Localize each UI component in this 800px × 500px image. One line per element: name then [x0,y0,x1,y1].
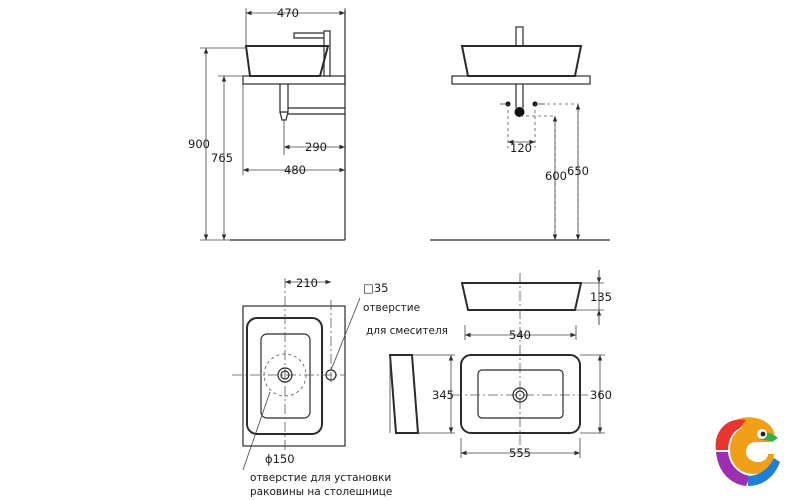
basin-drain-outer [512,387,528,403]
basin-side-section-shape [388,354,420,434]
mixer-hole-note-1: отверстие [363,302,420,314]
faucet-body [323,30,331,77]
dim-480: 480 [284,163,306,177]
dim-900: 900 [188,137,210,151]
dim-120: 120 [510,141,532,155]
drain-trap [514,107,525,117]
dim-555: 555 [509,446,531,460]
dim-135: 135 [590,290,612,304]
dim-290: 290 [305,140,327,154]
drain-pipe [279,84,289,113]
faucet-front [515,26,524,47]
basin-plan-inner [260,333,311,419]
dim-470: 470 [277,6,299,20]
front-view: 120 600 650 [430,26,610,241]
dim-600: 600 [545,169,567,183]
countertop-plan [242,305,346,447]
drain-outer [277,367,293,383]
countertop-side [242,75,346,85]
basin-plan-view: 360 555 [452,354,612,460]
basin-plan-outer [246,317,323,435]
dim-765: 765 [211,151,233,165]
dim-650: 650 [567,164,589,178]
basin-front [460,45,583,77]
basin-side-section: 345 [388,354,455,434]
basin-elevation: 135 540 [460,270,612,453]
dim-360: 360 [590,388,612,402]
dim-150: ϕ150 [265,452,295,466]
dim-35: □35 [363,281,389,295]
drain-outlet [288,107,345,115]
basin-side [244,45,330,77]
cutout-circle [263,353,307,397]
basin-top-inner [477,369,564,419]
dim-210: 210 [296,276,318,290]
sink-hole-note-2: раковины на столешнице [250,486,392,498]
basin-elevation-shape [460,282,583,311]
faucet-spout [293,32,324,39]
plan-view-countertop: 210 □35 отверстие для смесителя ϕ150 отв… [232,276,448,498]
chameleon-logo-icon [715,417,780,486]
sink-hole-note-1: отверстие для установки [250,472,391,484]
dim-345: 345 [432,388,454,402]
dim-540: 540 [509,328,531,342]
mixer-hole-note-2: для смесителя [366,325,448,337]
countertop-front [451,75,591,85]
side-view: 470 900 765 290 480 [188,6,346,241]
basin-top-outer [460,354,581,434]
